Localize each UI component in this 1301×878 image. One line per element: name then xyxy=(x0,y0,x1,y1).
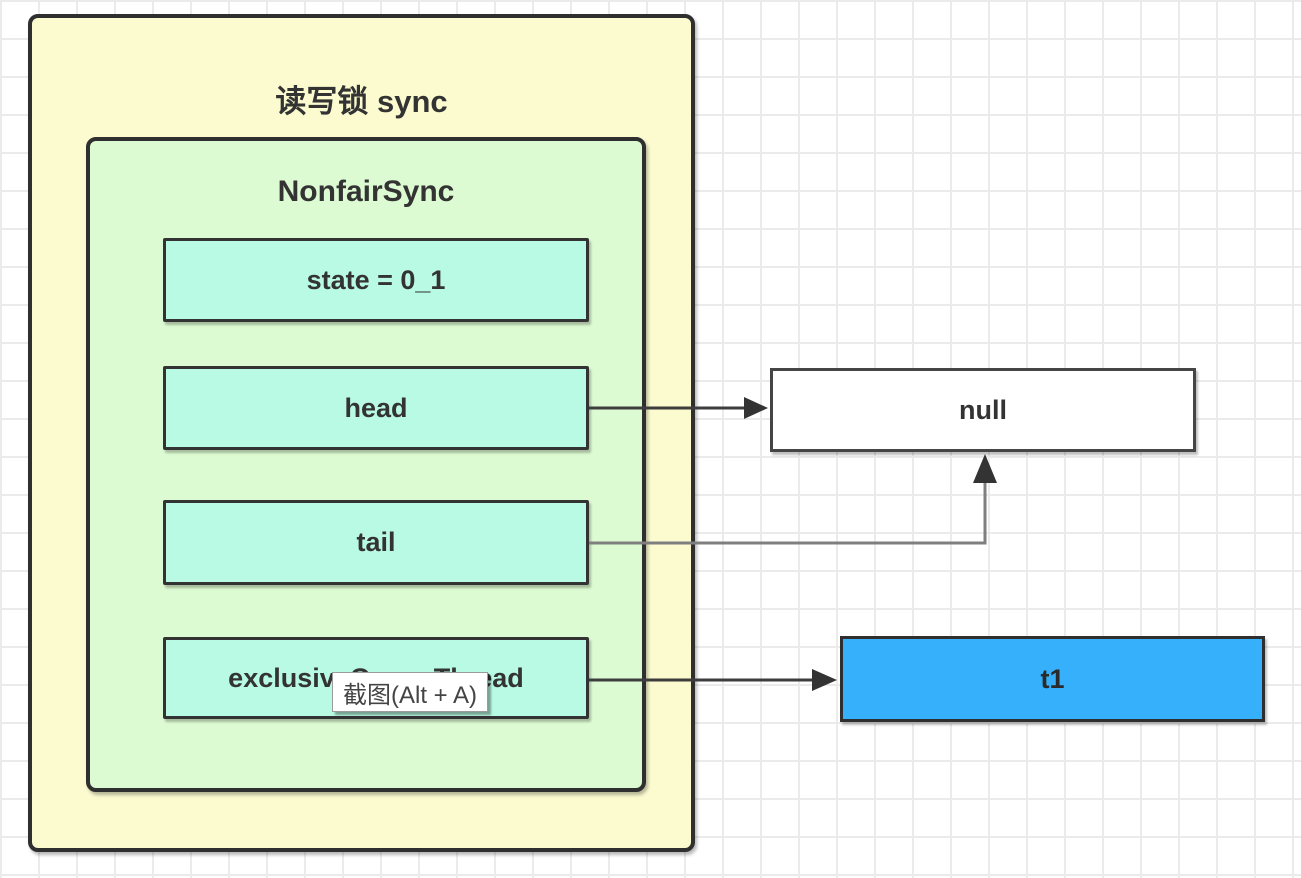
field-head-label: head xyxy=(344,392,408,423)
inner-group-title: NonfairSync xyxy=(277,175,455,208)
node-null: null xyxy=(770,368,1196,452)
field-tail-label: tail xyxy=(356,527,396,557)
field-state-label: state = 0_1 xyxy=(306,264,446,295)
node-null-label: null xyxy=(959,394,1007,425)
field-tail: tail xyxy=(163,500,589,585)
screenshot-tooltip-label: 截图(Alt + A) xyxy=(342,681,478,709)
node-t1: t1 xyxy=(840,636,1265,722)
field-state: state = 0_1 xyxy=(163,238,589,322)
node-t1-label: t1 xyxy=(1040,663,1065,694)
field-head: head xyxy=(163,366,589,450)
outer-group-title: 读写锁 sync xyxy=(275,84,448,119)
screenshot-tooltip: 截图(Alt + A) xyxy=(332,672,488,712)
